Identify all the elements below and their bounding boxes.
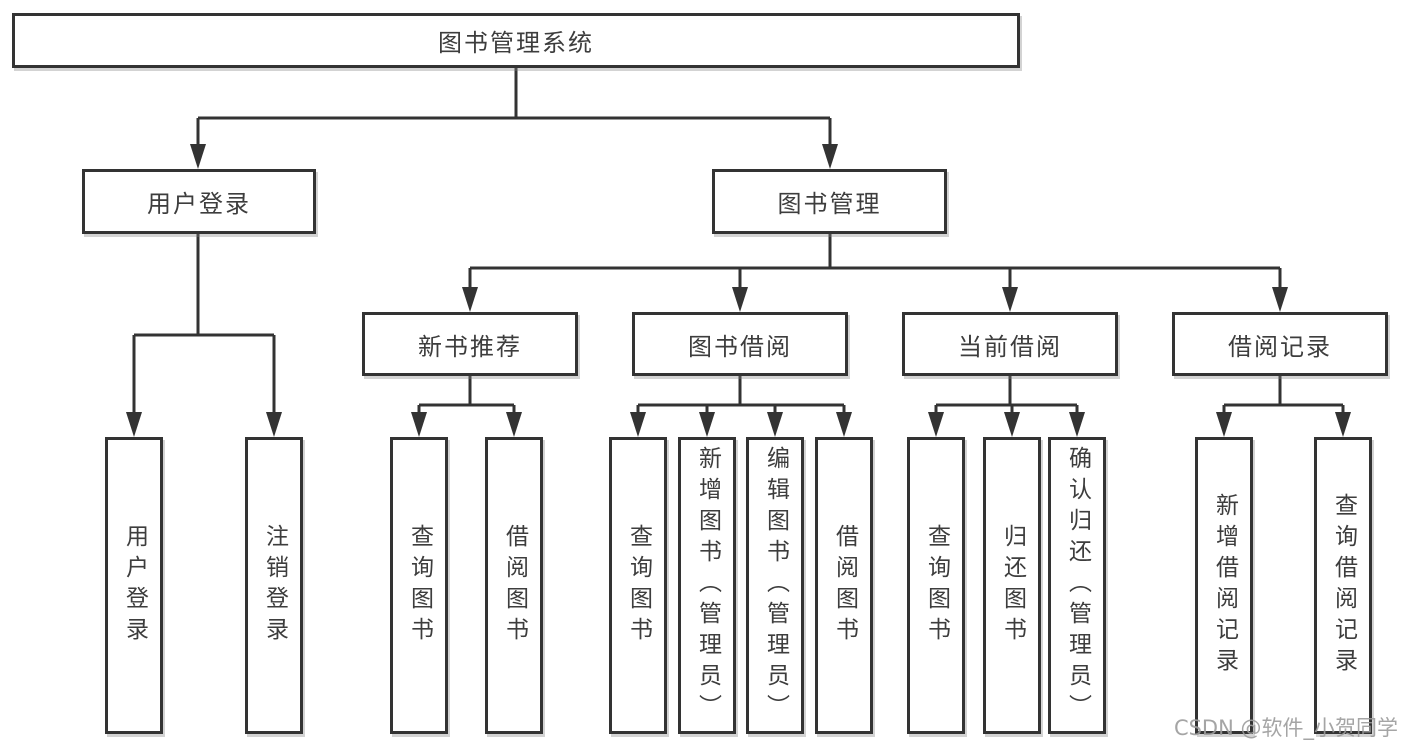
leaf-add-book-admin-label: 新增图书（管理员）	[694, 446, 721, 725]
leaf-query-books-3-label: 查询图书	[923, 523, 950, 648]
leaf-query-books-2-label: 查询图书	[625, 523, 652, 648]
leaf-borrow-books-2-label: 借阅图书	[831, 523, 858, 648]
connector-bookborrow-to-leaves	[636, 374, 846, 413]
leaf-query-books-3: 查询图书	[907, 437, 965, 734]
node-root: 图书管理系统	[12, 13, 1020, 68]
leaf-logout: 注销登录	[245, 437, 303, 734]
leaf-user-login-label: 用户登录	[121, 523, 148, 648]
connector-userlogin-to-leaves	[132, 234, 276, 413]
leaf-query-books-1-label: 查询图书	[406, 523, 433, 648]
leaf-edit-book-admin: 编辑图书（管理员）	[746, 437, 804, 734]
leaf-add-book-admin: 新增图书（管理员）	[678, 437, 736, 734]
connector-newbook-to-leaves	[417, 374, 516, 413]
node-current-borrow-label: 当前借阅	[958, 332, 1062, 361]
node-borrow-records-label: 借阅记录	[1228, 332, 1332, 361]
connector-root-to-level2	[196, 68, 832, 145]
leaf-query-books-2: 查询图书	[609, 437, 667, 734]
node-book-borrow: 图书借阅	[632, 312, 848, 376]
arrowheads	[126, 144, 1351, 437]
node-user-login-label: 用户登录	[147, 190, 251, 218]
leaf-borrow-books-1: 借阅图书	[485, 437, 543, 734]
node-book-management-label: 图书管理	[777, 190, 882, 218]
leaf-query-books-1: 查询图书	[390, 437, 448, 734]
connector-borrowrecords-to-leaves	[1222, 374, 1345, 413]
leaf-add-borrow-record-label: 新增借阅记录	[1211, 492, 1238, 679]
leaf-edit-book-admin-label: 编辑图书（管理员）	[762, 446, 789, 725]
node-new-book-recommend-label: 新书推荐	[418, 332, 522, 361]
leaf-borrow-books-2: 借阅图书	[815, 437, 873, 734]
leaf-borrow-books-1-label: 借阅图书	[501, 523, 528, 648]
node-root-label: 图书管理系统	[438, 29, 594, 57]
leaf-query-borrow-record-label: 查询借阅记录	[1330, 492, 1357, 679]
node-current-borrow: 当前借阅	[902, 312, 1118, 376]
leaf-confirm-return-admin-label: 确认归还（管理员）	[1064, 446, 1091, 725]
leaf-return-book-label: 归还图书	[999, 523, 1026, 648]
node-book-borrow-label: 图书借阅	[688, 332, 792, 361]
leaf-logout-label: 注销登录	[261, 523, 288, 648]
connector-currentborrow-to-leaves	[934, 374, 1079, 413]
node-book-management: 图书管理	[712, 169, 947, 234]
node-user-login: 用户登录	[82, 169, 316, 234]
leaf-confirm-return-admin: 确认归还（管理员）	[1048, 437, 1106, 734]
node-borrow-records: 借阅记录	[1172, 312, 1388, 376]
leaf-add-borrow-record: 新增借阅记录	[1195, 437, 1253, 734]
leaf-return-book: 归还图书	[983, 437, 1041, 734]
node-new-book-recommend: 新书推荐	[362, 312, 578, 376]
leaf-user-login: 用户登录	[105, 437, 163, 734]
connector-bookmgmt-to-level3	[468, 234, 1282, 288]
leaf-query-borrow-record: 查询借阅记录	[1314, 437, 1372, 734]
